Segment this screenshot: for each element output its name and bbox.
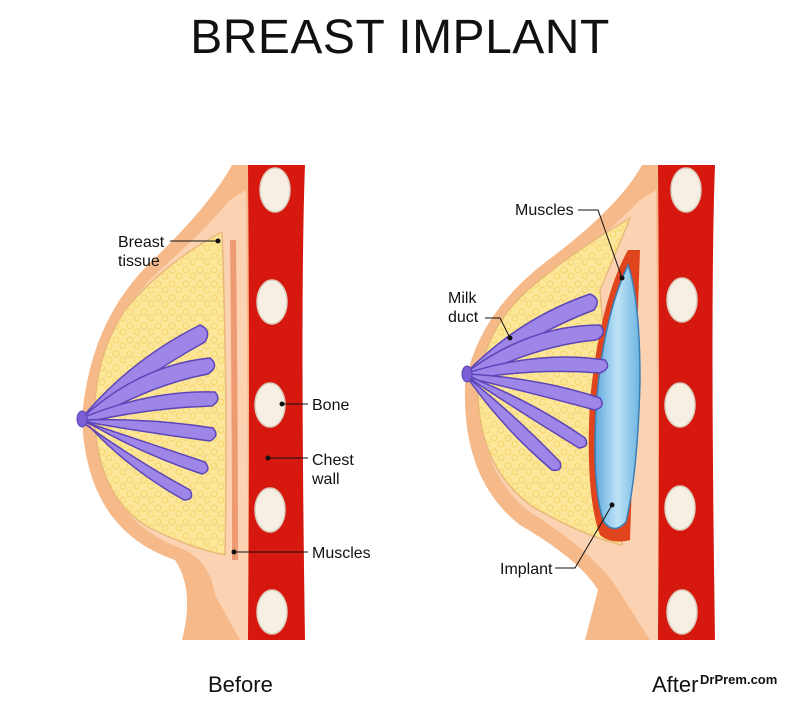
watermark-text: DrPrem.com xyxy=(700,672,778,687)
breast-tissue-before xyxy=(94,230,227,556)
label-milk-duct: Milk duct xyxy=(448,290,479,326)
label-muscles-before: Muscles xyxy=(312,545,371,562)
diagram-title: BREAST IMPLANT xyxy=(190,11,610,64)
milk-duct-before xyxy=(79,324,219,501)
label-bone: Bone xyxy=(312,397,350,414)
milk-duct-after xyxy=(465,293,609,472)
before-cross-section xyxy=(76,165,308,640)
caption-after: After xyxy=(652,672,699,697)
label-muscles-after: Muscles xyxy=(515,202,574,219)
caption-before: Before xyxy=(208,672,273,697)
label-chest-wall: Chest wall xyxy=(312,452,354,488)
label-breast-tissue: Breast tissue xyxy=(118,234,165,270)
after-cross-section xyxy=(461,165,715,640)
label-implant: Implant xyxy=(500,561,553,578)
ribs-after xyxy=(664,167,702,635)
ribs-before xyxy=(254,167,291,635)
